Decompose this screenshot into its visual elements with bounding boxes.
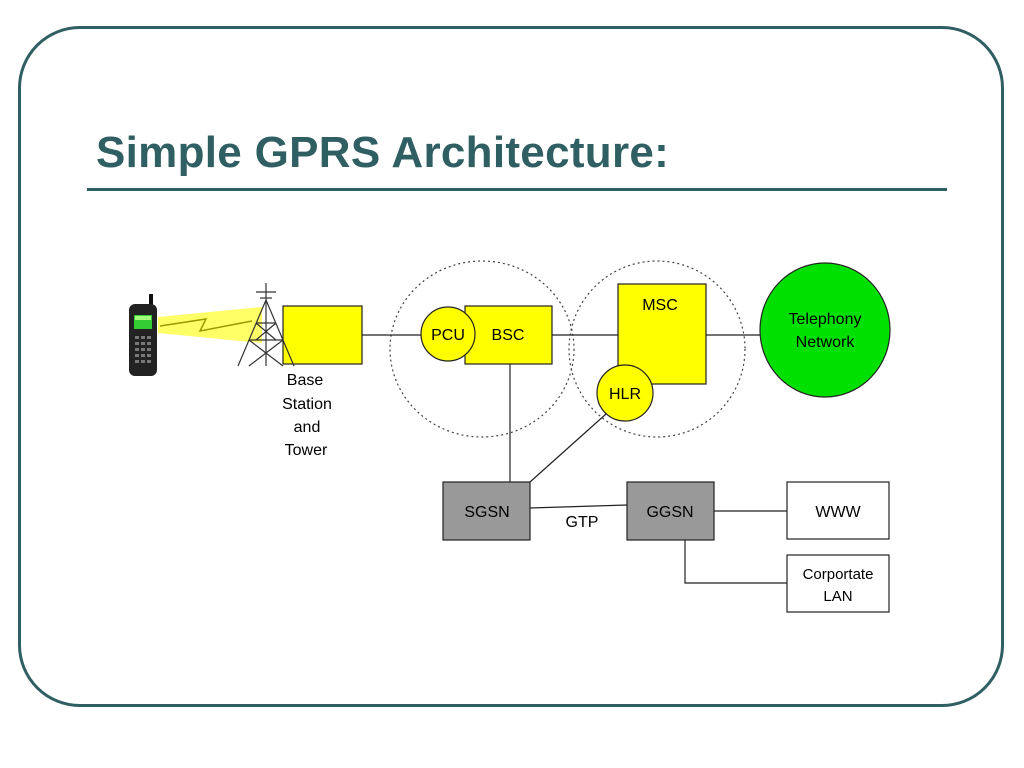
bsc-label: BSC	[492, 327, 525, 344]
telephony-label-line2: Network	[796, 334, 856, 351]
tower-icon	[237, 283, 295, 367]
lightning-bolt-icon	[159, 318, 253, 333]
base-station-box	[282, 305, 363, 365]
msc-node	[617, 283, 707, 385]
title-rule	[87, 188, 947, 191]
gtp-label: GTP	[566, 514, 599, 531]
sgsn-node	[442, 481, 531, 541]
link-sgsn-ggsn	[529, 504, 628, 509]
telephony-label-line1: Telephony	[789, 311, 862, 328]
pcu-label: PCU	[431, 327, 465, 344]
core-domain-circle	[568, 260, 746, 438]
telephony-network-node	[759, 262, 891, 398]
corporate-lan-node	[786, 554, 890, 613]
hlr-node	[596, 364, 654, 422]
base-station-label-line4: Tower	[285, 442, 328, 459]
hlr-label: HLR	[609, 386, 641, 403]
www-node	[786, 481, 890, 540]
ggsn-node	[626, 481, 715, 541]
lan-label-line2: LAN	[823, 588, 852, 605]
link-ggsn-lan	[684, 540, 787, 584]
mobile-phone-icon	[129, 294, 157, 376]
base-station-label-line2: Station	[282, 396, 332, 413]
base-station-label-line3: and	[294, 419, 321, 436]
lan-label-line1: Corportate	[803, 566, 874, 583]
pcu-node	[420, 306, 476, 362]
sgsn-label: SGSN	[464, 504, 509, 521]
base-station-label-line1: Base	[287, 372, 324, 389]
bss-domain-circle	[389, 260, 575, 438]
msc-label: MSC	[642, 297, 678, 314]
ggsn-label: GGSN	[646, 504, 693, 521]
connections	[362, 334, 787, 584]
bsc-node	[464, 305, 553, 365]
slide-title: Simple GPRS Architecture:	[96, 128, 670, 177]
link-sgsn-hlr	[529, 413, 607, 483]
slide-frame	[18, 26, 1004, 707]
radio-beam	[158, 307, 262, 343]
www-label: WWW	[815, 504, 861, 521]
radio-link	[158, 307, 262, 343]
